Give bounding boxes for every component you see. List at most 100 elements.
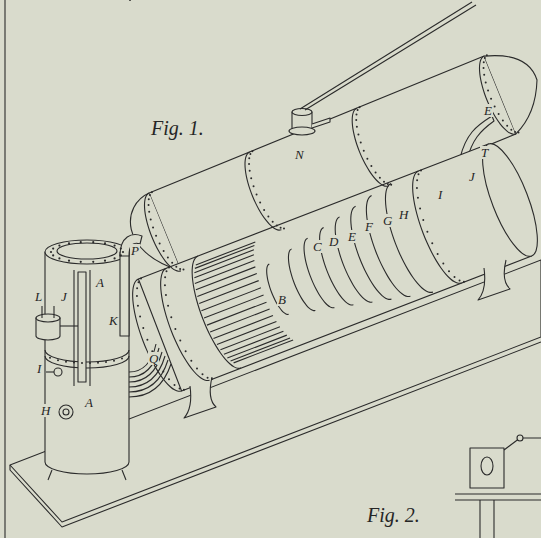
rivet <box>490 98 492 100</box>
flue-tube <box>213 315 273 338</box>
rivet <box>52 247 54 249</box>
rivet <box>113 244 115 246</box>
rivet <box>113 360 115 362</box>
fig2-pipe <box>455 499 541 500</box>
rivet <box>276 225 278 227</box>
rivet <box>416 187 418 189</box>
rivet <box>417 197 419 199</box>
figure-caption: Fig. 1. <box>150 118 205 138</box>
rivet <box>65 361 67 363</box>
rivet <box>165 294 167 296</box>
rivet <box>249 153 251 155</box>
seam <box>479 56 515 134</box>
callout-letter: P <box>130 244 140 257</box>
rivet <box>355 119 357 121</box>
rivet <box>140 277 142 279</box>
fig2-pivot <box>517 435 523 441</box>
cup-rod <box>53 306 54 318</box>
foot <box>122 470 126 480</box>
rivet <box>419 208 421 210</box>
flue-tube <box>196 267 256 290</box>
shell-seam <box>45 356 129 368</box>
rivet <box>463 281 465 283</box>
seam <box>245 152 281 230</box>
callout-letter: F <box>364 220 374 233</box>
rivet <box>459 280 461 282</box>
rivet <box>251 150 253 152</box>
rivet <box>356 126 358 128</box>
upper-dome-left <box>130 193 180 271</box>
callout-letter: K <box>108 314 119 327</box>
rivet <box>283 227 285 229</box>
rivet <box>360 142 362 144</box>
fig2-casing <box>470 448 504 488</box>
rivet <box>484 57 486 59</box>
coil-tube <box>129 352 162 382</box>
rivet <box>58 244 60 246</box>
rivet <box>250 177 252 179</box>
rivet <box>182 269 184 271</box>
seam <box>385 183 432 292</box>
seam <box>304 238 334 308</box>
rivet <box>146 339 148 341</box>
rivet <box>152 226 154 228</box>
callout-letter: I <box>36 362 42 375</box>
rivet <box>122 251 124 253</box>
rivet <box>167 256 169 258</box>
vertical-boiler <box>36 235 142 480</box>
seam <box>192 256 241 368</box>
callout-letter: E <box>483 104 493 117</box>
rivet <box>120 247 122 249</box>
rivet <box>263 209 265 211</box>
rivet <box>159 243 161 245</box>
rivet <box>164 284 166 286</box>
rivet <box>207 377 209 379</box>
rivet <box>89 362 91 364</box>
rivet <box>167 305 169 307</box>
callout-letter: A <box>84 396 94 409</box>
rivet <box>248 157 250 159</box>
rivet <box>486 54 488 56</box>
rivet <box>81 362 83 364</box>
seam <box>413 171 462 283</box>
rivet <box>136 287 138 289</box>
rivet <box>420 169 422 171</box>
flue-tube <box>234 340 294 363</box>
flue-tube <box>194 255 254 278</box>
rivet <box>174 328 176 330</box>
cup-rod <box>41 306 42 318</box>
seam <box>161 268 210 380</box>
rivet <box>139 316 141 318</box>
rivet <box>179 388 181 390</box>
saddle-stand <box>478 260 510 300</box>
callout-letter: J <box>468 170 476 183</box>
fig2-pipe <box>493 500 494 538</box>
saddle-stand <box>184 377 216 418</box>
flue-tube <box>194 250 254 273</box>
fire-door-knob <box>63 409 69 415</box>
rivet <box>164 276 166 278</box>
rivet <box>68 242 70 244</box>
rivet <box>179 340 181 342</box>
rivets-and-coils <box>49 0 171 397</box>
seams-and-tubes <box>133 54 520 391</box>
rivet <box>359 106 361 108</box>
figure-caption: Fig. 2. <box>366 505 421 525</box>
flue-tube <box>227 335 287 358</box>
rivet <box>416 179 418 181</box>
rivet <box>514 131 516 133</box>
rivet <box>58 257 60 259</box>
rivet <box>170 316 172 318</box>
rivet <box>165 270 167 272</box>
rivet <box>280 227 282 229</box>
rivet <box>104 260 106 262</box>
valve-flange <box>289 127 315 135</box>
rivet <box>80 241 82 243</box>
rivet <box>483 61 485 63</box>
rivet <box>426 231 428 233</box>
rivet <box>249 170 251 172</box>
rivet <box>92 241 94 243</box>
rivet <box>137 305 139 307</box>
lower-cylinder <box>138 138 541 418</box>
steam-pipe <box>120 235 142 256</box>
